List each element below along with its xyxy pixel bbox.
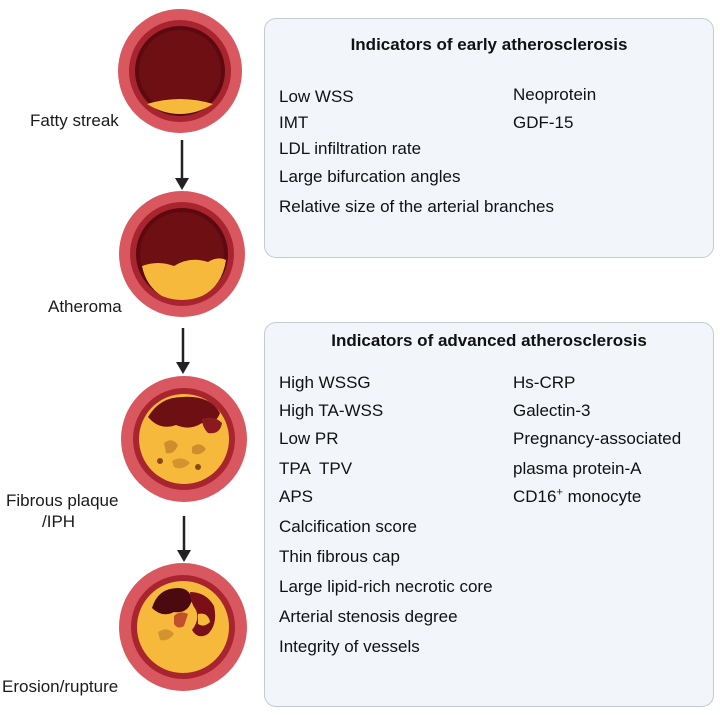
advanced-item: Calcification score [279, 517, 417, 536]
advanced-item: TPA TPV [279, 459, 353, 478]
vessel-fibrous-plaque [121, 376, 247, 502]
advanced-item: Large lipid-rich necrotic core [279, 577, 493, 596]
stage-label-atheroma: Atheroma [48, 297, 122, 316]
cd16-superscript: + [556, 486, 563, 499]
arrow-down-icon [176, 328, 190, 374]
advanced-item: APS [279, 487, 314, 506]
cd16-base: CD16 [513, 487, 557, 506]
advanced-item: Arterial stenosis degree [279, 607, 458, 626]
advanced-item: Integrity of vessels [279, 637, 420, 656]
advanced-panel-title: Indicators of advanced atherosclerosis [331, 331, 647, 350]
arrow-down-icon [175, 140, 189, 190]
advanced-item: High WSSG [279, 373, 371, 392]
early-item: Neoprotein [513, 85, 597, 104]
early-item: Relative size of the arterial branches [279, 197, 554, 216]
early-panel-title: Indicators of early atherosclerosis [350, 35, 628, 54]
advanced-item: Hs-CRP [513, 373, 576, 392]
early-item: IMT [279, 113, 309, 132]
advanced-indicators-panel: Indicators of advanced atherosclerosis H… [264, 322, 714, 707]
advanced-item-cd16: CD16+ monocyte [513, 487, 641, 507]
early-item: Large bifurcation angles [279, 167, 461, 186]
advanced-item: Low PR [279, 429, 339, 448]
early-item: GDF-15 [513, 113, 574, 132]
advanced-item: High TA-WSS [279, 401, 384, 420]
advanced-item: plasma protein-A [513, 459, 642, 478]
early-indicators-panel: Indicators of early atherosclerosis Low … [264, 18, 714, 258]
vessel-atheroma [119, 191, 245, 317]
stage-label-erosion-rupture: Erosion/rupture [2, 677, 119, 696]
vessel-erosion-rupture [119, 563, 247, 691]
cd16-rest: monocyte [562, 487, 642, 506]
vessel-fatty-streak [118, 9, 242, 133]
early-item: Low WSS [279, 87, 354, 106]
advanced-item: Pregnancy-associated [513, 429, 682, 448]
arrow-down-icon [177, 516, 191, 562]
early-item: LDL infiltration rate [279, 139, 422, 158]
stage-label-fibrous-plaque: Fibrous plaque /IPH [6, 491, 119, 531]
stage-label-fatty-streak: Fatty streak [30, 111, 119, 130]
advanced-item: Thin fibrous cap [279, 547, 400, 566]
advanced-item: Galectin-3 [513, 401, 591, 420]
